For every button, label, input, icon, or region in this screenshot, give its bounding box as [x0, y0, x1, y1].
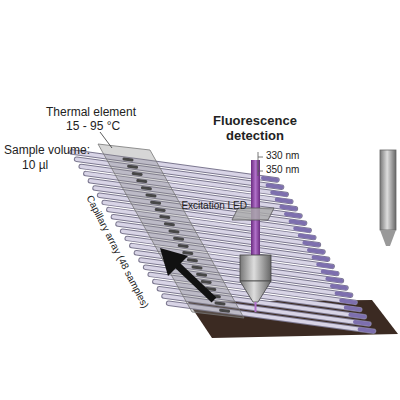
objective-tip — [240, 281, 271, 302]
bracket — [258, 152, 259, 176]
capillary-end — [277, 200, 291, 202]
label: Thermal element — [46, 106, 136, 120]
capillary-end — [327, 279, 341, 281]
capillary-end — [360, 329, 374, 331]
capillary-end — [268, 185, 282, 187]
capillary-end — [304, 243, 318, 245]
capillary-end — [318, 264, 332, 266]
scan-arrow — [176, 264, 214, 300]
label: Sample volume: — [4, 144, 90, 158]
capillary-end — [337, 293, 351, 295]
label: 15 - 95 °C — [66, 120, 120, 134]
bracket — [258, 157, 263, 158]
second-instrument-tip — [380, 230, 396, 246]
capillary-end — [291, 221, 305, 223]
second-instrument — [380, 150, 396, 230]
label: 350 nm — [266, 164, 299, 176]
focus-beam — [255, 302, 257, 312]
thermal-element — [98, 144, 244, 318]
capillary-end — [332, 286, 346, 288]
leader-line — [100, 132, 112, 148]
excitation-beam — [251, 160, 260, 255]
capillary-end — [300, 236, 314, 238]
label: Excitation LED — [181, 200, 247, 212]
capillary-end — [281, 207, 295, 209]
capillary-end — [341, 300, 355, 302]
capillary-end — [272, 192, 286, 194]
label: 330 nm — [266, 150, 299, 162]
capillary-end — [314, 257, 328, 259]
capillary-end — [346, 308, 360, 310]
capillary-end — [309, 250, 323, 252]
capillary-end — [350, 315, 364, 317]
objective — [240, 255, 271, 281]
capillary-end — [286, 214, 300, 216]
capillary-end — [263, 178, 277, 180]
label: Fluorescence detection — [210, 114, 300, 144]
arrow-head — [160, 248, 188, 276]
capillary-end — [295, 228, 309, 230]
capillary-end — [323, 272, 337, 274]
bracket — [258, 171, 263, 172]
capillary-end — [355, 322, 369, 324]
label: 10 µl — [22, 159, 48, 173]
